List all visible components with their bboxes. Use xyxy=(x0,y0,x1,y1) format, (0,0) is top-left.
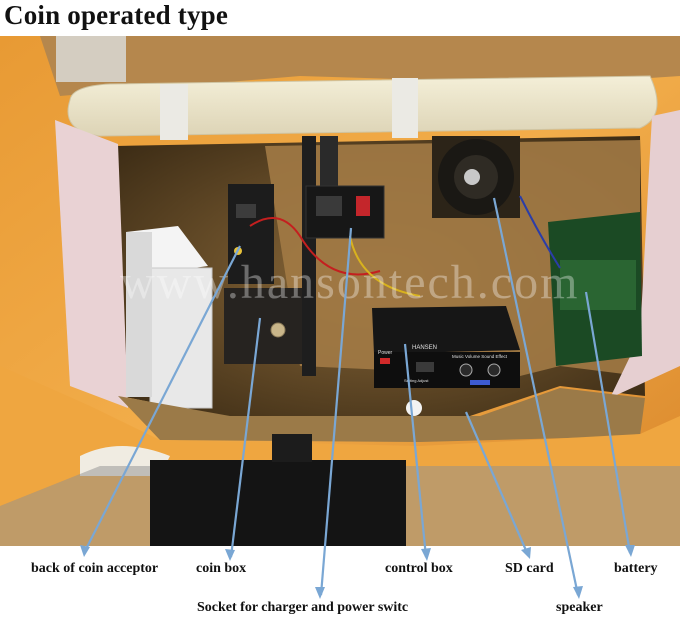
control-box-power-led xyxy=(380,358,390,364)
wire-blue xyxy=(519,195,561,269)
coin-acceptor xyxy=(228,184,274,284)
power-switch xyxy=(356,196,370,216)
speaker-center xyxy=(464,169,480,185)
callout-coin-acceptor-arrow xyxy=(80,545,90,557)
callout-control-box xyxy=(403,343,428,558)
page-title: Coin operated type xyxy=(4,0,229,30)
cushion-strap-right xyxy=(392,78,418,138)
label-battery: battery xyxy=(614,561,658,576)
control-box-top xyxy=(372,306,520,354)
control-box-knob-labels: Music Volume Sound Effect xyxy=(452,354,508,359)
callout-speaker-arrow xyxy=(573,586,583,599)
white-box xyxy=(149,267,213,409)
callout-coin-acceptor xyxy=(83,245,241,554)
control-box-sub-labels: Setting Adjust xyxy=(404,378,429,383)
callout-battery xyxy=(584,291,632,554)
control-box-brand: HANSEN xyxy=(412,345,437,351)
right-pink-panel xyxy=(610,110,680,398)
label-coin-box: coin box xyxy=(196,561,247,576)
callout-socket-arrow xyxy=(315,587,325,599)
label-back-of-coin-acceptor: back of coin acceptor xyxy=(31,561,159,576)
cushion-strap-left xyxy=(160,84,188,140)
metal-post-2 xyxy=(320,136,338,196)
coin-acceptor-board xyxy=(236,204,256,218)
knob-music-volume xyxy=(459,363,473,377)
label-sd-card: SD card xyxy=(505,561,554,576)
floor-fabric xyxy=(118,388,645,442)
label-control-box: control box xyxy=(385,561,453,576)
coin-box-lock xyxy=(270,322,286,338)
callout-socket xyxy=(319,227,353,596)
callout-coin-box-arrow xyxy=(225,549,235,561)
knob-sound-effect xyxy=(487,363,501,377)
battery-label xyxy=(560,260,636,310)
seat-cushion xyxy=(67,75,658,137)
top-left-strap xyxy=(56,36,126,82)
callout-sd-card-arrow xyxy=(521,547,531,559)
stand-neck xyxy=(272,434,312,462)
label-socket: Socket for charger and power switc xyxy=(197,600,409,615)
control-box-display xyxy=(416,362,434,372)
wire-red xyxy=(249,217,381,276)
white-box-side xyxy=(126,232,152,397)
callout-sd-card xyxy=(464,411,530,556)
photo: HANSEN Music Volume Sound Effect Power S… xyxy=(0,36,680,546)
control-box-power-label: Power xyxy=(378,350,393,356)
callout-coin-box xyxy=(229,317,262,558)
stand-base xyxy=(150,460,406,546)
sd-card-slot xyxy=(470,380,490,385)
coin-box xyxy=(224,288,310,364)
left-pink-panel xyxy=(55,120,128,408)
callout-control-box-arrow xyxy=(421,548,431,561)
callout-speaker xyxy=(492,197,580,596)
wire-yellow xyxy=(349,235,421,297)
label-speaker: speaker xyxy=(556,600,603,615)
power-socket xyxy=(316,196,342,216)
callout-battery-arrow xyxy=(625,545,635,557)
